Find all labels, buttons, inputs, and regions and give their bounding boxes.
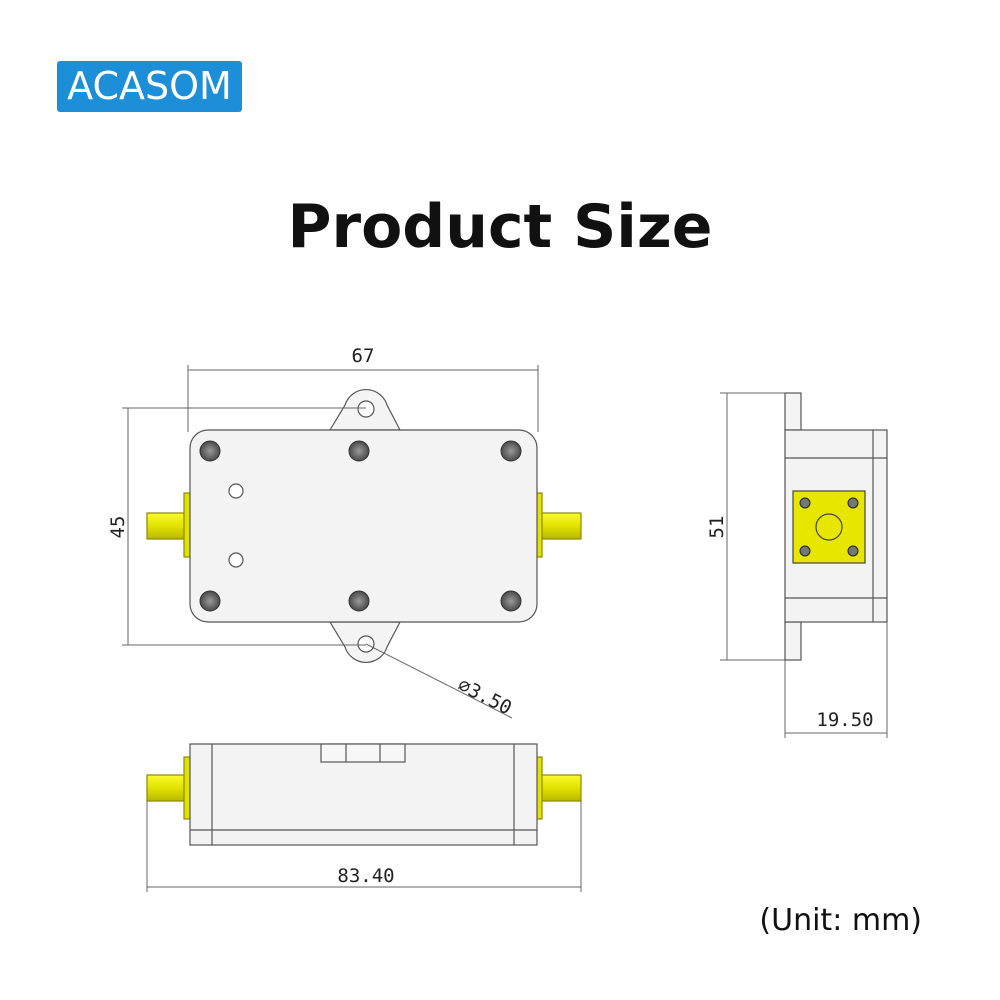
bottom-view-dimensions	[146, 801, 582, 892]
dim-bottom-length: 83.40	[337, 865, 394, 887]
page-title: Product Size	[287, 192, 713, 262]
top-view-body	[189, 429, 538, 623]
bottom-right-connector-pin	[540, 774, 582, 802]
bottom-view	[146, 743, 582, 846]
left-connector-nut	[183, 492, 191, 558]
screws	[199, 440, 522, 612]
bottom-left-connector-nut	[183, 756, 191, 820]
top-mount-hole	[357, 400, 375, 418]
side-connector-center	[815, 513, 843, 541]
dim-side-depth: 19.50	[816, 709, 873, 731]
top-view	[146, 389, 582, 663]
acasom-logo: ACASOM	[57, 61, 242, 112]
right-connector-pin	[540, 512, 582, 540]
indicator-hole-2	[228, 552, 244, 568]
dim-hole-diameter: ∅3.50	[454, 674, 515, 720]
indicator-hole-1	[228, 483, 244, 499]
top-view-dimensions	[122, 365, 539, 719]
side-bottom-flange	[784, 621, 802, 661]
unit-note: (Unit: mm)	[759, 903, 922, 938]
bottom-view-notch	[320, 743, 406, 763]
left-connector-pin	[146, 512, 186, 540]
side-view-dimensions	[720, 392, 888, 738]
side-view	[784, 392, 888, 661]
bottom-left-connector-pin	[146, 774, 186, 802]
side-top-flange	[784, 392, 802, 431]
dim-top-height: 45	[107, 516, 129, 539]
dim-side-height: 51	[706, 516, 728, 539]
dim-top-width: 67	[352, 345, 375, 367]
